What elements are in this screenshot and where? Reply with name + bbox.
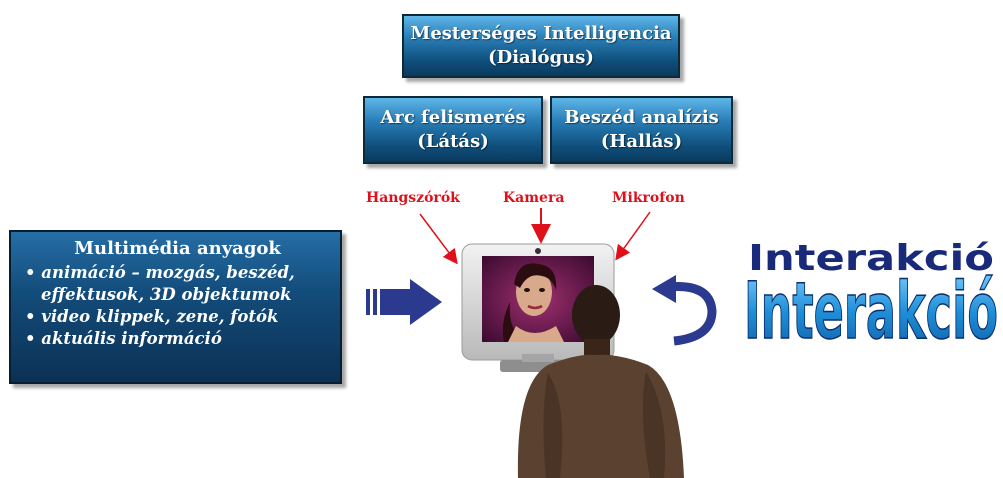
speakers-label: Hangszórók [366,190,460,206]
speech-analysis-box: Beszéd analízis (Hallás) [550,96,733,164]
interakcio-word: Interakció [744,267,998,348]
multimedia-list-item: • video klippek, zene, fotók [25,307,279,326]
microphone-label: Mikrofon [612,190,685,206]
interakcio-shadow: Interakció [748,238,994,279]
speakers-pointer-arrow [419,213,458,265]
multimedia-title: Multimédia anyagok [74,238,281,259]
right-arrow-icon [366,279,442,325]
speech-box-title: Beszéd analízis [564,107,719,128]
person-silhouette-icon [517,285,684,478]
multimedia-list-item: • aktuális információ [25,329,222,348]
multimedia-list: • animáció – mozgás, beszéd, effektusok, … [25,262,330,350]
ai-box-subtitle: (Dialógus) [488,47,594,68]
curved-arrow-icon [652,275,717,346]
microphone-pointer-arrow [615,211,651,261]
multimedia-list-item: effektusok, 3D objektumok [41,285,292,304]
face-box-subtitle: (Látás) [417,131,489,152]
ai-dialogue-box: Mesterséges Intelligencia (Dialógus) [402,14,680,78]
face-recognition-box: Arc felismerés (Látás) [363,96,543,164]
multimedia-materials-box: Multimédia anyagok • animáció – mozgás, … [9,230,342,384]
ai-box-title: Mesterséges Intelligencia [410,23,672,44]
camera-label: Kamera [503,190,565,206]
interakcio-wordart: Interakció Interakció [743,238,999,348]
multimedia-list-item: • animáció – mozgás, beszéd, [25,263,295,282]
face-box-title: Arc felismerés [380,107,526,128]
speech-box-subtitle: (Hallás) [600,131,683,152]
